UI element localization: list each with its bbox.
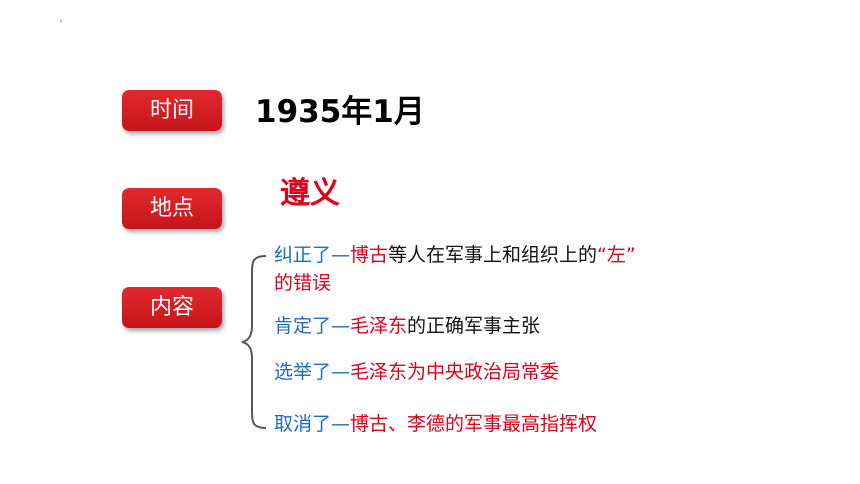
item-object: 的正确军事主张 [407,315,541,337]
content-item-1-continuation: 的错误 [274,272,332,294]
place-label: 地点 [122,188,222,229]
item-subject: 博古、李德的军事最高指挥权 [350,413,598,435]
content-item-2: 肯定了—毛泽东的正确军事主张 [274,311,540,341]
content-label: 内容 [122,287,222,328]
item-subject: 毛泽东 [350,315,408,337]
item-verb: 选举了 [274,361,332,383]
content-item-1: 纠正了—博古等人在军事上和组织上的“左” [274,240,636,270]
item-dash: — [331,315,351,337]
item-verb: 取消了 [274,413,332,435]
item-dash: — [331,361,351,383]
content-item-3: 选举了—毛泽东为中央政治局常委 [274,357,559,387]
item-subject: 博古 [350,244,389,266]
curly-brace-icon [241,255,267,429]
decorative-dot [60,20,62,22]
item-verb: 纠正了 [274,244,332,266]
place-value: 遵义 [280,176,340,211]
item-verb: 肯定了 [274,315,332,337]
item-subject: 毛泽东为中央政治局常委 [350,361,560,383]
time-value: 1935年1月 [255,94,425,130]
content-item-4: 取消了—博古、李德的军事最高指挥权 [274,409,597,439]
item-quote: “左” [597,244,636,266]
item-dash: — [331,244,351,266]
item-object: 等人在军事上和组织上的 [388,244,598,266]
item-dash: — [331,413,351,435]
time-label: 时间 [122,90,222,131]
